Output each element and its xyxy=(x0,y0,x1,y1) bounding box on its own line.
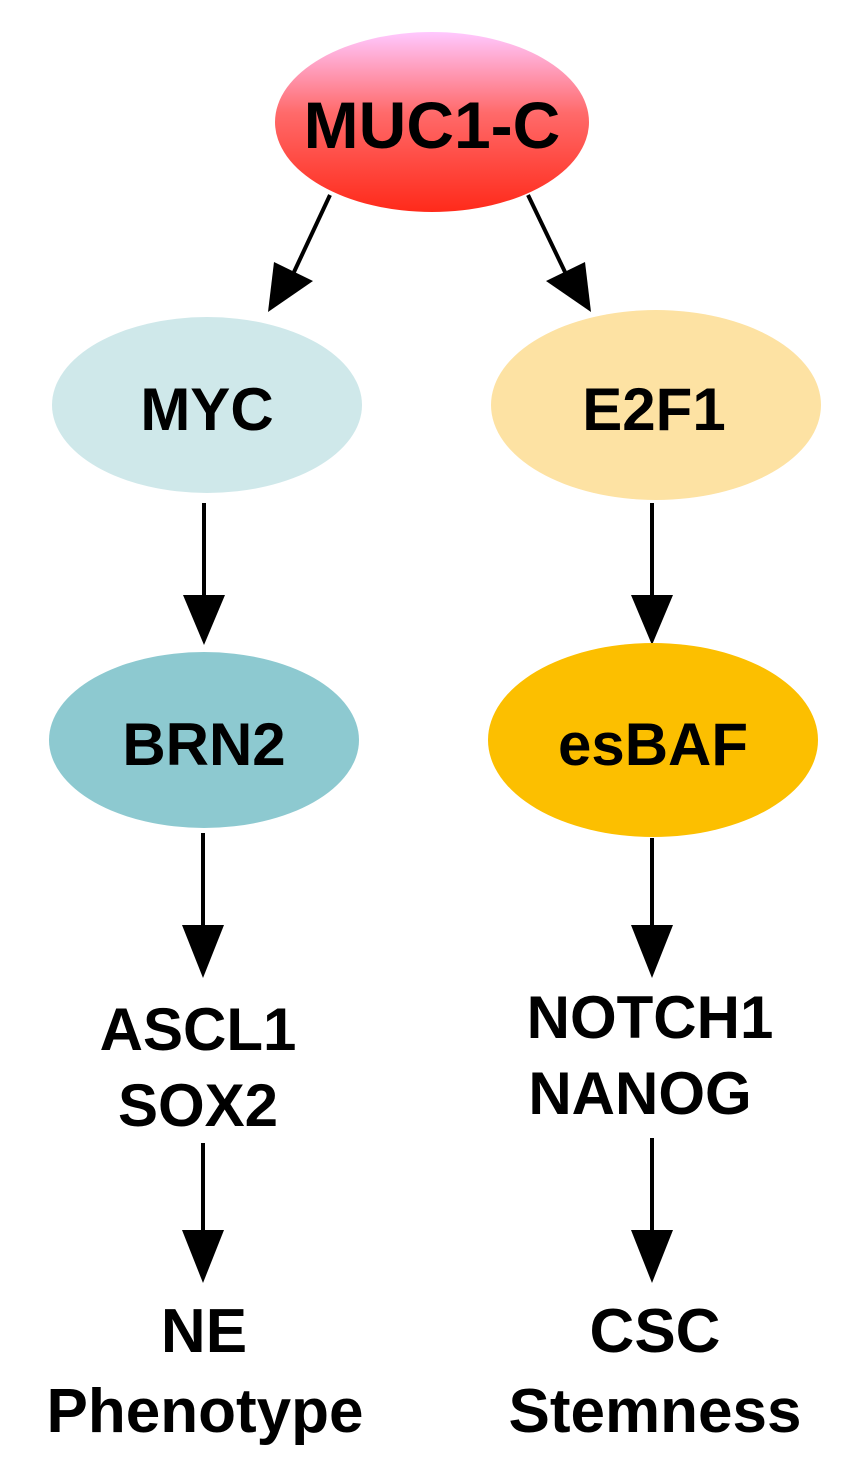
outcome-left: NE Phenotype xyxy=(47,1297,364,1446)
arrows xyxy=(182,194,673,1283)
outcome-ne: NE xyxy=(161,1297,247,1366)
arrow-esbaf-to-targets-right xyxy=(631,838,673,978)
targets-left: ASCL1 SOX2 xyxy=(100,996,297,1139)
arrow-myc-to-brn2 xyxy=(183,503,225,645)
node-e2f1-label: E2F1 xyxy=(582,376,725,443)
node-muc1c: MUC1-C xyxy=(275,32,589,212)
node-e2f1: E2F1 xyxy=(491,310,821,500)
targets-right: NOTCH1 NANOG xyxy=(527,984,774,1127)
node-muc1c-label: MUC1-C xyxy=(304,88,561,162)
outcome-right: CSC Stemness xyxy=(509,1297,802,1446)
outcome-phenotype: Phenotype xyxy=(47,1377,364,1446)
node-myc-label: MYC xyxy=(140,376,273,443)
arrow-targets-left-to-outcome xyxy=(182,1143,224,1283)
target-nanog: NANOG xyxy=(528,1060,751,1127)
node-myc: MYC xyxy=(52,317,362,493)
arrow-muc1c-to-e2f1 xyxy=(526,194,591,312)
node-esbaf-label: esBAF xyxy=(558,711,748,778)
arrow-e2f1-to-esbaf xyxy=(631,503,673,645)
arrow-muc1c-to-myc xyxy=(268,194,332,312)
node-brn2: BRN2 xyxy=(49,652,359,828)
target-notch1: NOTCH1 xyxy=(527,984,774,1051)
outcome-csc: CSC xyxy=(590,1297,721,1366)
target-ascl1: ASCL1 xyxy=(100,996,297,1063)
target-sox2: SOX2 xyxy=(118,1072,278,1139)
arrow-brn2-to-targets-left xyxy=(182,833,224,978)
node-brn2-label: BRN2 xyxy=(122,711,285,778)
arrow-targets-right-to-outcome xyxy=(631,1138,673,1283)
outcome-stemness: Stemness xyxy=(509,1377,802,1446)
node-esbaf: esBAF xyxy=(488,643,818,837)
